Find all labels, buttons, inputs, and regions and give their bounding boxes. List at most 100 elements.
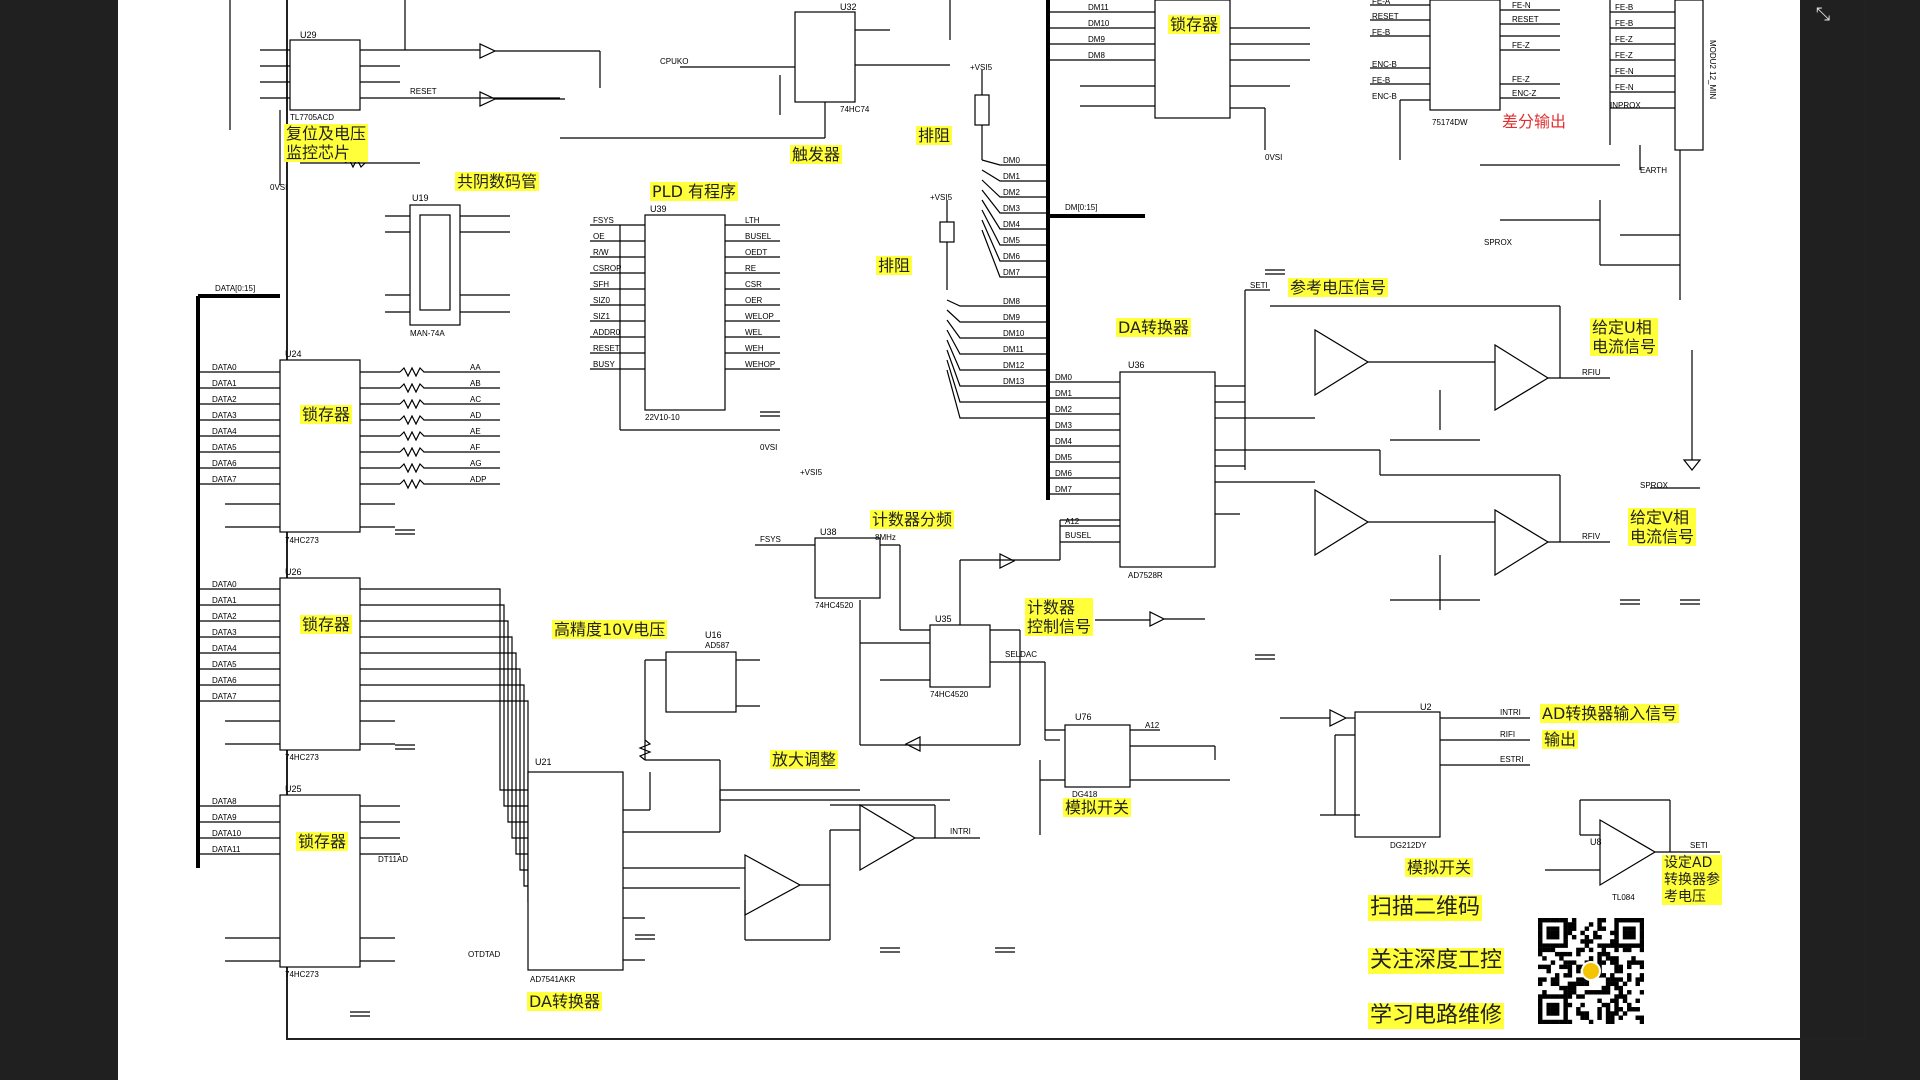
modu-pin-label: FE-N: [1615, 67, 1634, 76]
net-cpuko: CPUKO: [660, 57, 688, 66]
latch-output-label: AF: [470, 443, 480, 452]
resistor-net-rn6: [939, 221, 955, 243]
diff-output-label: RESET: [1512, 15, 1539, 24]
part-u24: 74HC273: [285, 536, 319, 545]
data-pin-label: DATA1: [212, 596, 237, 605]
ref-u2: U2: [1420, 702, 1432, 712]
label-ad-input: AD转换器输入信号: [1540, 704, 1680, 724]
label-analog-switch-2: 模拟开关: [1405, 858, 1474, 878]
modu-wires: [1480, 0, 1681, 300]
net-rfiu: RFIU: [1582, 368, 1601, 377]
connector-modu: [1674, 0, 1704, 151]
pld-output-label: WELOP: [745, 312, 774, 321]
dm-pin-label: DM13: [1003, 377, 1025, 386]
net-gnd-3: 0VSI: [760, 443, 777, 452]
latch-output-label: AB: [470, 379, 481, 388]
latch-output-label: AA: [470, 363, 481, 372]
data-pin-label: DATA3: [212, 411, 237, 420]
data-pin-label: DATA2: [212, 612, 237, 621]
ref-u76: U76: [1075, 712, 1092, 722]
data-pin-label: DATA11: [212, 845, 241, 854]
data-pin-label: DATA5: [212, 443, 237, 452]
net-earth: EARTH: [1640, 166, 1667, 175]
opamp-u30b: [1494, 508, 1550, 577]
dm-pin-label: DM8: [1003, 297, 1020, 306]
ref-u32: U32: [840, 2, 857, 12]
label-latch-top: 锁存器: [1168, 15, 1221, 35]
label-diff-out: 差分输出: [1502, 112, 1567, 131]
label-latch-2: 锁存器: [300, 615, 353, 635]
u2-wires: [1280, 709, 1530, 816]
qr-code-image: [1538, 918, 1644, 1024]
net-dt11ad: DT11AD: [378, 855, 408, 864]
pld-pin-labels: FSYSOER/WCSROPSFHSIZ0SIZ1ADDR0RESETBUSYL…: [593, 216, 775, 369]
pld-input-label: FSYS: [593, 216, 614, 225]
opamp-u30a: [1314, 488, 1370, 557]
net-reset: RESET: [410, 87, 437, 96]
part-u36: AD7528R: [1128, 571, 1163, 580]
ref-u35: U35: [935, 614, 952, 624]
pld-output-label: BUSEL: [745, 232, 772, 241]
dm-pin-label: DM1: [1055, 389, 1072, 398]
pld-wires: [590, 224, 780, 431]
qr-code-pattern: [1538, 918, 1644, 1024]
net-modu: MODU2 12_MIN: [1708, 40, 1717, 99]
data-pin-label: DATA6: [212, 459, 237, 468]
part-u19: MAN-74A: [410, 329, 445, 338]
label-analog-switch-1: 模拟开关: [1063, 798, 1132, 818]
pld-input-label: R/W: [593, 248, 609, 257]
chip-u32: [794, 11, 856, 103]
diff-output-label: FE-Z: [1512, 41, 1530, 50]
ref-u26: U26: [285, 567, 302, 577]
pld-input-label: SIZ1: [593, 312, 610, 321]
dm-pin-label: DM12: [1003, 361, 1025, 370]
u8-wires: [1545, 799, 1720, 871]
data-pin-label: DATA1: [212, 379, 237, 388]
net-busel: BUSEL: [1065, 531, 1092, 540]
chip-u21: [527, 771, 624, 971]
net-seti-2: SETI: [1690, 841, 1708, 850]
diff-input-label: RESET: [1372, 12, 1399, 21]
dm-pin-label: DM10: [1003, 329, 1025, 338]
label-resistor-net-1: 排阻: [916, 126, 953, 146]
data-pin-label: DATA9: [212, 813, 237, 822]
label-counter-ctrl: 计数器 控制信号: [1025, 598, 1094, 637]
expand-icon[interactable]: ⤡: [1815, 4, 1831, 25]
ref-u16: U16: [705, 630, 722, 640]
u76-wires: [1039, 729, 1230, 835]
net-intri: INTRI: [950, 827, 971, 836]
opamp-u17b: [744, 853, 802, 917]
u21-wires: [623, 772, 740, 961]
label-set-v: 给定V相 电流信号: [1628, 508, 1697, 547]
net-inprox: INPROX: [1610, 101, 1641, 110]
part-u8: TL084: [1612, 893, 1635, 902]
label-precision-10v: 高精度10V电压: [552, 620, 668, 640]
part-u35: 74HC4520: [930, 690, 969, 699]
chip-u39: [644, 214, 726, 411]
net-a12: A12: [1065, 517, 1080, 526]
ref-u24: U24: [285, 349, 302, 359]
label-learn: 学习电路维修: [1368, 1003, 1505, 1030]
pld-input-label: OE: [593, 232, 605, 241]
label-reset-monitor: 复位及电压 监控芯片: [284, 124, 369, 163]
net-data-bus: DATA[0:15]: [215, 284, 255, 293]
net-rfiv: RFIV: [1582, 532, 1601, 541]
ref-u36: U36: [1128, 360, 1145, 370]
label-da-conv-mid: DA转换器: [1116, 318, 1191, 338]
u16-wires: [638, 659, 950, 801]
ref-u38: U38: [820, 527, 837, 537]
net-vcc-3: +VSI5: [800, 468, 823, 477]
net-dm-bus: DM[0:15]: [1065, 203, 1097, 212]
label-resistor-net-2: 排阻: [876, 256, 913, 276]
ref-u8: U8: [1590, 837, 1602, 847]
chip-u25: [279, 794, 361, 968]
label-da-conv-bottom: DA转换器: [527, 992, 602, 1012]
part-u32: 74HC74: [840, 105, 870, 114]
net-sprox-2: SPROX: [1640, 481, 1669, 490]
dm-pin-label: DM7: [1003, 268, 1020, 277]
label-amp-adjust: 放大调整: [770, 750, 839, 770]
label-set-ad-ref: 设定AD 转换器参 考电压: [1662, 855, 1722, 906]
opamp-u17a: [859, 803, 917, 872]
label-scan-qr: 扫描二维码: [1368, 895, 1483, 922]
